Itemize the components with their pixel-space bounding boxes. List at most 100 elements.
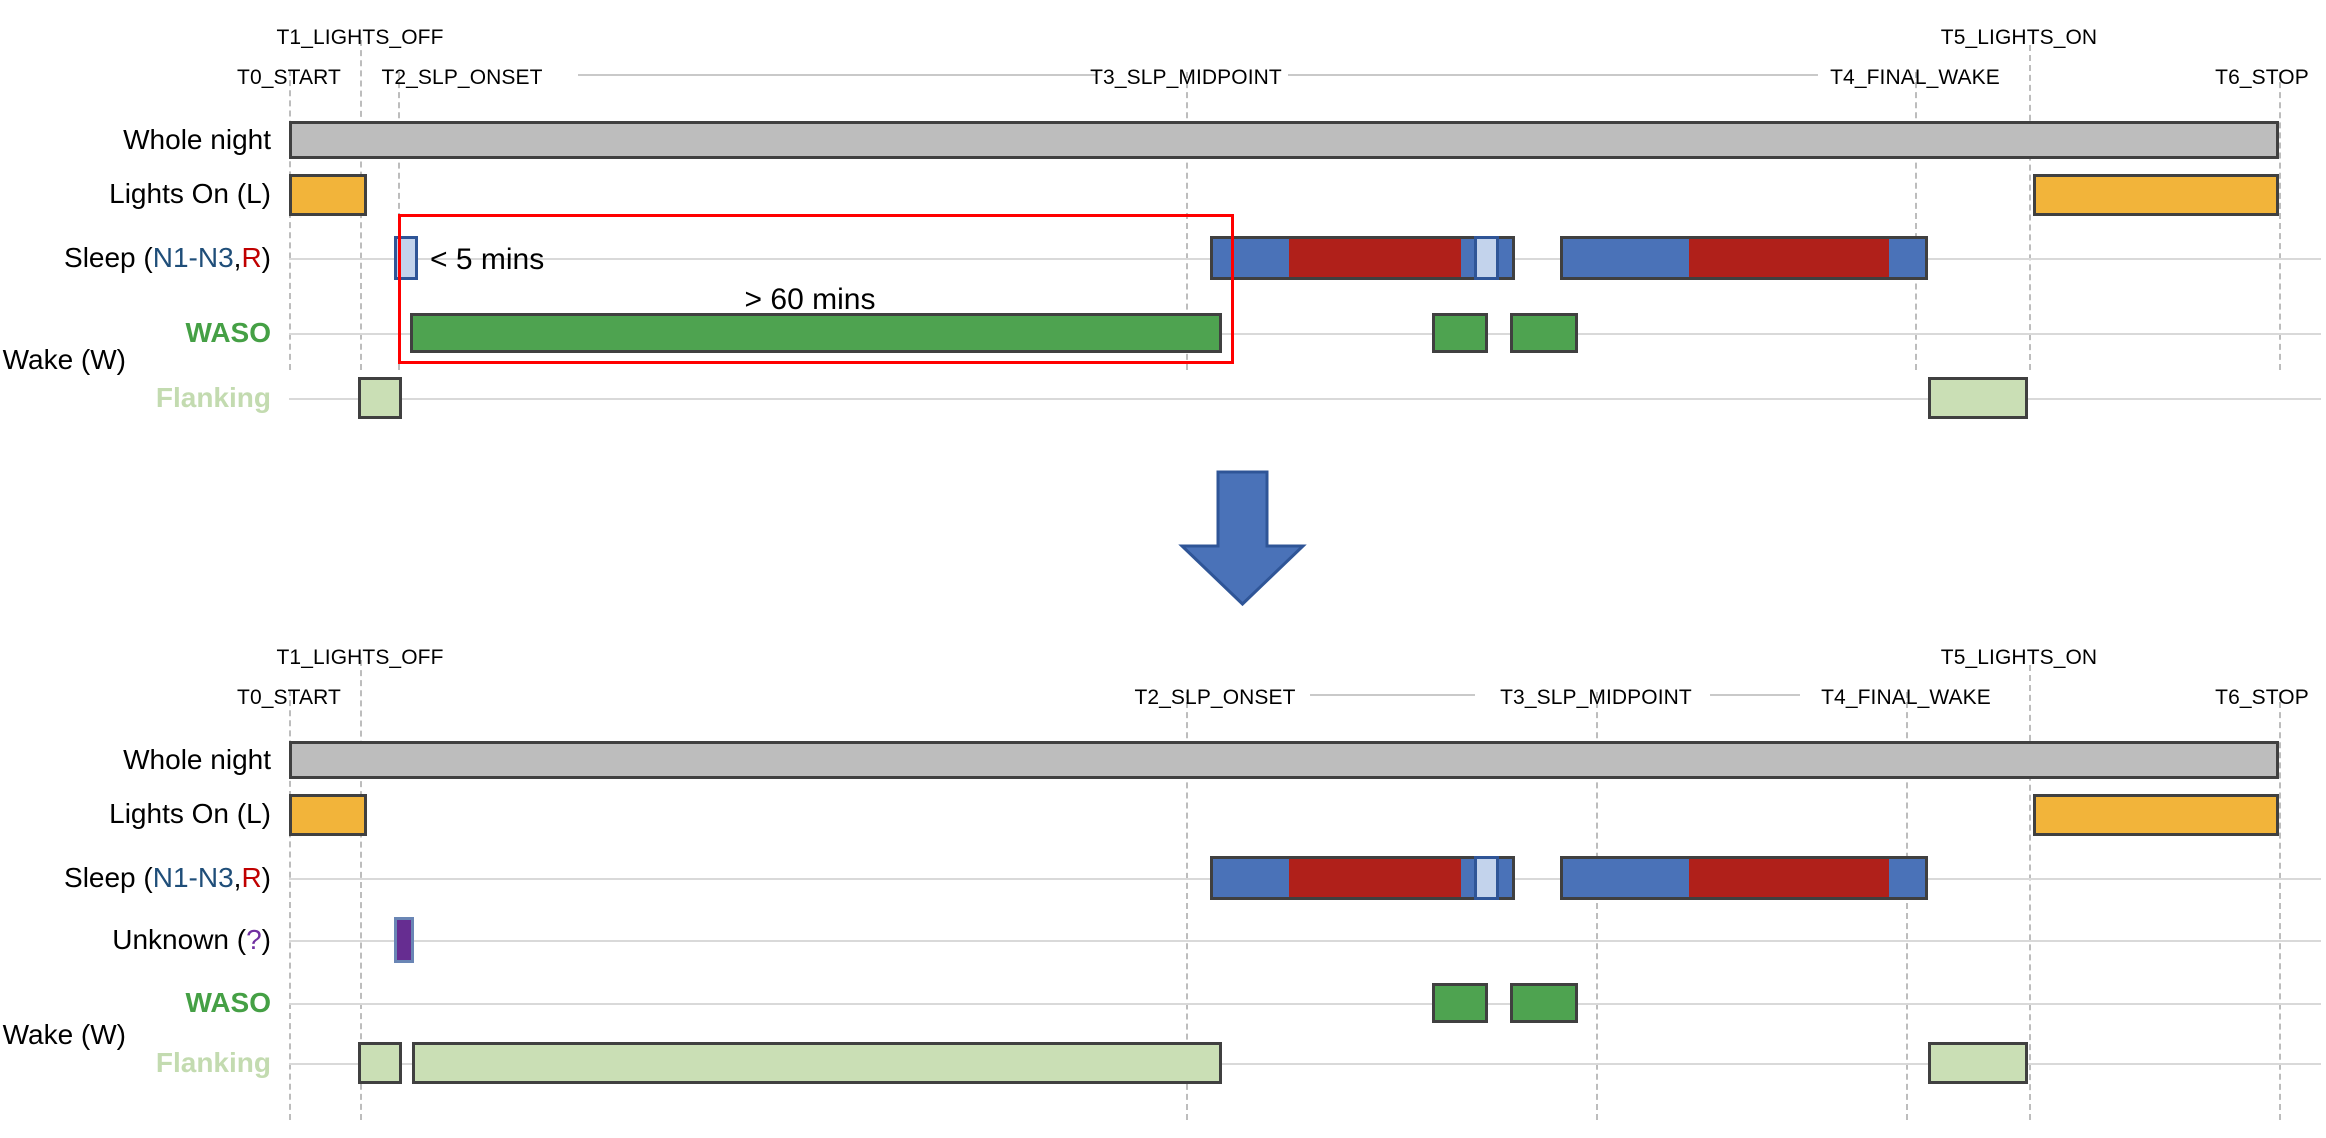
bar-flanking-end bbox=[1928, 1042, 2028, 1084]
row-label-flanking: Flanking bbox=[155, 382, 271, 413]
bar-waso-long bbox=[410, 313, 1222, 353]
sleep-label-suffix: ) bbox=[261, 242, 271, 273]
rowline-waso bbox=[289, 333, 2321, 335]
segment-nrem bbox=[1889, 859, 1925, 897]
bar-unknown bbox=[394, 917, 414, 963]
row-label-lights-on: Lights On (L) bbox=[109, 178, 271, 209]
timepoint-label-t3: T3_SLP_MIDPOINT bbox=[1090, 66, 1282, 89]
timepoint-label-t5: T5_LIGHTS_ON bbox=[1940, 26, 2098, 49]
row-label-lights-on: Lights On (L) bbox=[109, 798, 271, 829]
segment-nrem bbox=[1213, 239, 1289, 277]
gridline-t0 bbox=[289, 70, 291, 370]
leader-t2-t3 bbox=[578, 74, 1096, 76]
sleep-label-sep: , bbox=[233, 862, 242, 893]
row-label-wake: Wake (W) bbox=[2, 344, 126, 375]
timepoint-label-t0: T0_START bbox=[237, 66, 341, 89]
leader-t2-t3 bbox=[1310, 694, 1475, 696]
gridline-t5 bbox=[2029, 45, 2031, 370]
gridline-t6 bbox=[2279, 72, 2281, 370]
row-label-sleep: Sleep (N1-N3,R) bbox=[64, 242, 271, 274]
segment-rem bbox=[1689, 859, 1889, 897]
sleep-label-rem: R bbox=[241, 242, 262, 273]
sleep-label-prefix: Sleep ( bbox=[64, 242, 153, 273]
segment-short-sleep bbox=[397, 239, 415, 277]
unknown-label-mark: ? bbox=[246, 924, 262, 955]
timepoint-label-t0: T0_START bbox=[237, 686, 341, 709]
row-label-waso: WASO bbox=[185, 987, 271, 1018]
row-label-sleep: Sleep (N1-N3,R) bbox=[64, 862, 271, 894]
top-panel: T0_START T1_LIGHTS_OFF T2_SLP_ONSET T3_S… bbox=[0, 0, 2326, 460]
rowline-waso bbox=[289, 1003, 2321, 1005]
gridline-t3 bbox=[1596, 692, 1598, 1120]
bar-sleep-cycle-1 bbox=[1210, 236, 1515, 280]
bar-sleep-cycle-2 bbox=[1560, 236, 1928, 280]
row-label-flanking: Flanking bbox=[155, 1047, 271, 1078]
leader-t3-t4 bbox=[1710, 694, 1800, 696]
bar-waso-short-2 bbox=[1510, 313, 1578, 353]
bar-flanking-middle bbox=[412, 1042, 1222, 1084]
bar-flanking-start bbox=[358, 377, 402, 419]
row-label-wake: Wake (W) bbox=[2, 1019, 126, 1050]
gridline-t3 bbox=[1186, 72, 1188, 370]
bottom-panel: T0_START T1_LIGHTS_OFF T2_SLP_ONSET T3_S… bbox=[0, 620, 2326, 1138]
bar-flanking-end bbox=[1928, 377, 2028, 419]
timepoint-label-t4: T4_FINAL_WAKE bbox=[1830, 66, 2000, 89]
bar-waso-short-1 bbox=[1432, 983, 1488, 1023]
timepoint-label-t2: T2_SLP_ONSET bbox=[381, 66, 543, 89]
highlight-rectangle bbox=[398, 214, 1234, 364]
annotation-short-sleep: < 5 mins bbox=[430, 243, 545, 276]
gridline-t4 bbox=[1915, 72, 1917, 370]
bar-lights-on-start bbox=[289, 794, 367, 836]
sleep-label-prefix: Sleep ( bbox=[64, 862, 153, 893]
gridline-t5 bbox=[2029, 665, 2031, 1120]
rowline-unknown bbox=[289, 940, 2321, 942]
row-label-waso: WASO bbox=[185, 317, 271, 348]
row-label-whole-night: Whole night bbox=[123, 744, 271, 775]
row-label-whole-night: Whole night bbox=[123, 124, 271, 155]
bar-waso-short-2 bbox=[1510, 983, 1578, 1023]
bar-sleep-short-mid bbox=[1474, 856, 1499, 900]
gridline-t4 bbox=[1906, 692, 1908, 1120]
bar-sleep-short-onset bbox=[394, 236, 418, 280]
timepoint-label-t5: T5_LIGHTS_ON bbox=[1940, 646, 2098, 669]
rowline-flanking bbox=[289, 398, 2321, 400]
bar-whole-night bbox=[289, 121, 2279, 159]
down-arrow-icon bbox=[1175, 468, 1310, 608]
bar-whole-night bbox=[289, 741, 2279, 779]
sleep-label-suffix: ) bbox=[261, 862, 271, 893]
timepoint-label-t1: T1_LIGHTS_OFF bbox=[276, 646, 444, 669]
sleep-label-nrem: N1-N3 bbox=[152, 862, 234, 893]
segment-rem bbox=[1289, 859, 1461, 897]
bar-lights-on-end bbox=[2033, 174, 2279, 216]
timepoint-label-t4: T4_FINAL_WAKE bbox=[1821, 686, 1991, 709]
timepoint-label-t1: T1_LIGHTS_OFF bbox=[276, 26, 444, 49]
segment-short-sleep bbox=[1477, 859, 1496, 897]
leader-t3-t4 bbox=[1288, 74, 1818, 76]
row-label-unknown: Unknown (?) bbox=[112, 924, 271, 956]
unknown-label-prefix: Unknown ( bbox=[112, 924, 247, 955]
sleep-label-sep: , bbox=[233, 242, 242, 273]
segment-short-sleep bbox=[1477, 239, 1496, 277]
bar-waso-short-1 bbox=[1432, 313, 1488, 353]
bar-flanking-start bbox=[358, 1042, 402, 1084]
segment-rem bbox=[1289, 239, 1461, 277]
bar-sleep-cycle-1 bbox=[1210, 856, 1515, 900]
timepoint-label-t3: T3_SLP_MIDPOINT bbox=[1500, 686, 1692, 709]
segment-nrem bbox=[1563, 859, 1689, 897]
gridline-t2 bbox=[1186, 692, 1188, 1120]
bar-lights-on-end bbox=[2033, 794, 2279, 836]
sleep-label-nrem: N1-N3 bbox=[152, 242, 234, 273]
bar-sleep-cycle-2 bbox=[1560, 856, 1928, 900]
segment-nrem bbox=[1563, 239, 1689, 277]
segment-nrem bbox=[1889, 239, 1925, 277]
timepoint-label-t2: T2_SLP_ONSET bbox=[1134, 686, 1296, 709]
timepoint-label-t6: T6_STOP bbox=[2215, 686, 2309, 709]
segment-rem bbox=[1689, 239, 1889, 277]
sleep-label-rem: R bbox=[241, 862, 262, 893]
gridline-t6 bbox=[2279, 692, 2281, 1120]
bar-lights-on-start bbox=[289, 174, 367, 216]
segment-nrem bbox=[1213, 859, 1289, 897]
annotation-long-waso: > 60 mins bbox=[744, 283, 876, 316]
gridline-t1 bbox=[360, 660, 362, 1120]
bar-sleep-short-mid bbox=[1474, 236, 1499, 280]
